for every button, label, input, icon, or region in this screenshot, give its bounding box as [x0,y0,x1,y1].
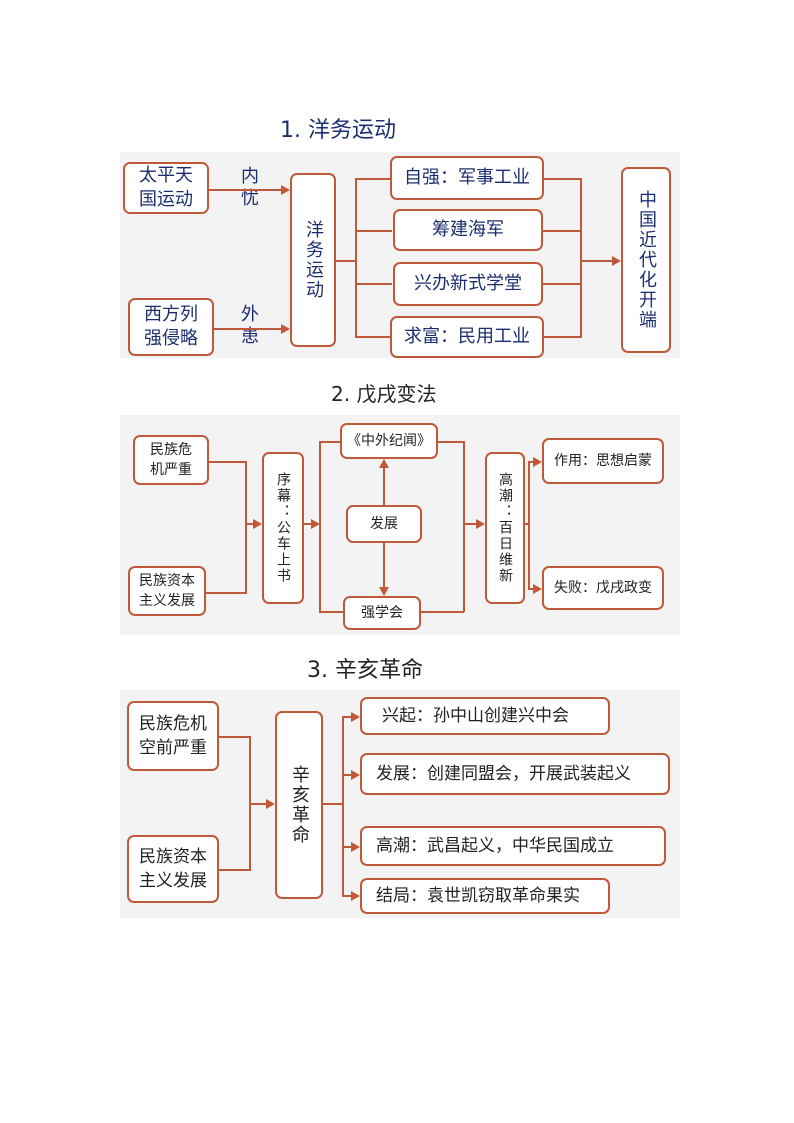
connector-line [580,178,582,338]
arrow-head [379,587,389,596]
diagram-title: 1. 洋务运动 [280,118,396,143]
arrow-head [351,891,360,901]
connector-line [528,461,533,463]
arrow-head [533,457,542,467]
connector-line [249,803,266,805]
cause-box-western-powers: 西方列 强侵略 [128,298,214,356]
connector-line [528,588,533,590]
stage-box-ending: 结局：袁世凯窃取革命果实 [360,878,610,914]
connector-line [245,523,253,525]
outcome-box-enlightenment: 作用：思想启蒙 [542,438,664,484]
arrow-head [379,459,389,468]
connector-line [544,178,581,180]
cause-box-taiping: 太平天 国运动 [123,162,209,214]
branch-box-civil-industry: 求富：民用工业 [390,316,544,358]
connector-line [342,774,351,776]
connector-line [525,523,529,525]
connector-line [438,441,464,443]
branch-box-military-industry: 自强：军事工业 [390,156,544,200]
connector-line [355,230,392,232]
cause-box-national-crisis: 民族危机 空前严重 [127,701,219,771]
climax-box-hundred-days: 高潮：百日维新 [485,452,525,604]
connector-line [544,336,581,338]
arrow-head [311,519,320,529]
arrow-head [253,519,262,529]
cause-box-capitalism: 民族资本 主义发展 [127,835,219,903]
connector-line [304,523,311,525]
connector-line [206,592,246,594]
arrow-head [351,770,360,780]
connector-line [319,611,344,613]
arrow-head [281,324,290,334]
label-internal-trouble: 内 忧 [241,166,259,209]
connector-line [355,283,392,285]
connector-line [463,523,476,525]
center-box-westernization: 洋务运动 [290,173,336,347]
cause-box-capitalism: 民族资本 主义发展 [128,566,206,616]
connector-line [581,260,612,262]
connector-line [219,736,250,738]
connector-line [342,846,351,848]
connector-line [355,178,357,336]
cause-box-national-crisis: 民族危 机严重 [133,435,209,485]
middle-box-development: 发展 [346,505,422,543]
arrow-head [281,185,290,195]
connector-line [463,441,465,612]
branch-box-navy: 筹建海军 [393,209,543,251]
stage-box-development: 发展：创建同盟会，开展武装起义 [360,753,670,795]
connector-line [336,260,356,262]
arrow-head [476,519,485,529]
top-box-newspaper: 《中外纪闻》 [340,423,438,459]
stage-box-climax: 高潮：武昌起义，中华民国成立 [360,826,666,866]
connector-line [421,611,464,613]
result-box-modernization: 中国近代化开端 [621,167,671,353]
connector-line [214,328,281,330]
center-box-xinhai: 辛亥革命 [275,711,323,899]
diagram-title: 3. 辛亥革命 [307,658,423,683]
label-external-threat: 外 患 [241,304,259,347]
connector-line [383,543,385,587]
connector-line [209,189,281,191]
arrow-head [266,799,275,809]
outcome-box-coup: 失败：戊戌政变 [542,566,664,610]
connector-line [543,283,581,285]
connector-line [323,803,343,805]
arrow-head [612,256,621,266]
stage-box-rise: 兴起：孙中山创建兴中会 [360,697,610,735]
arrow-head [351,712,360,722]
bottom-box-society: 强学会 [343,596,421,630]
connector-line [209,461,246,463]
connector-line [319,441,341,443]
connector-line [543,230,581,232]
branch-box-schools: 兴办新式学堂 [393,262,543,306]
connector-line [245,461,247,594]
connector-line [319,441,321,612]
arrow-head [533,584,542,594]
connector-line [528,461,530,589]
connector-line [355,336,392,338]
prelude-box-petition: 序幕：公车上书 [262,452,304,604]
connector-line [342,895,351,897]
diagram-title: 2. 戊戌变法 [331,382,437,406]
arrow-head [351,842,360,852]
connector-line [219,869,250,871]
connector-line [342,716,351,718]
connector-line [342,716,344,896]
connector-line [355,178,392,180]
connector-line [383,467,385,505]
